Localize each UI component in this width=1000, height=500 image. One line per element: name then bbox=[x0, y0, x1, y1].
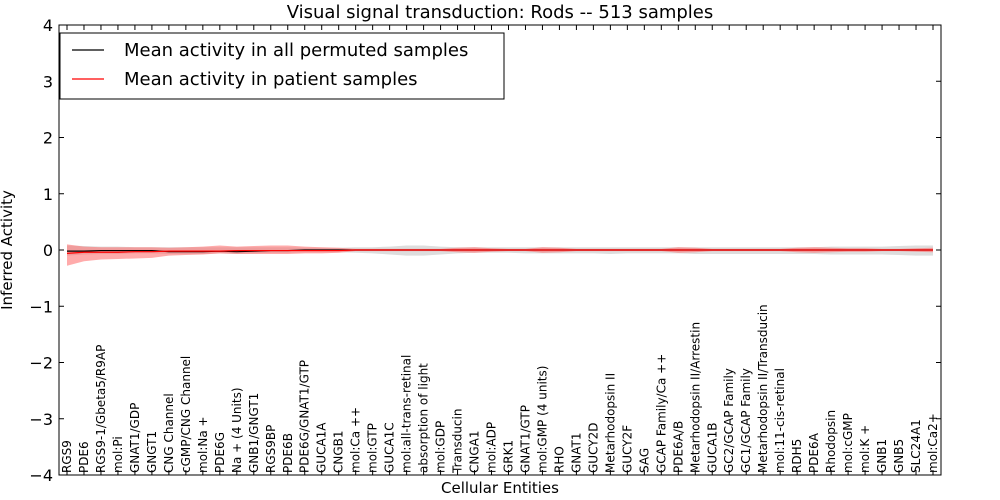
x-tick-label: mol:GMP (4 units) bbox=[535, 366, 549, 473]
x-tick-label: SAG bbox=[637, 448, 651, 473]
x-tick-label: GNGT1 bbox=[145, 431, 159, 473]
y-tick-label: −4 bbox=[29, 466, 53, 485]
x-tick-label: mol:cGMP bbox=[841, 413, 855, 473]
x-tick-label: mol:11-cis-retinal bbox=[773, 368, 787, 473]
y-tick-label: −2 bbox=[29, 354, 53, 373]
x-tick-label: PDE6A/B bbox=[671, 421, 685, 473]
x-tick-label: absorption of light bbox=[417, 363, 431, 473]
x-tick-label: Transducin bbox=[451, 409, 465, 474]
x-tick-label: Metarhodopsin II/Transducin bbox=[756, 304, 770, 473]
x-tick-label: RHO bbox=[552, 446, 566, 473]
y-tick-label: 0 bbox=[43, 241, 53, 260]
y-axis-label: Inferred Activity bbox=[0, 190, 16, 310]
x-tick-label: GUCA1C bbox=[383, 422, 397, 473]
y-tick-label: −1 bbox=[29, 297, 53, 316]
x-tick-label: GUCY2F bbox=[620, 425, 634, 473]
x-tick-label: RDH5 bbox=[790, 439, 804, 473]
x-tick-label: mol:Pi bbox=[111, 436, 125, 473]
x-tick-label: GUCY2D bbox=[586, 423, 600, 473]
x-tick-label: GUCA1B bbox=[705, 422, 719, 473]
series-lines bbox=[66, 249, 933, 254]
x-tick-label: mol:ADP bbox=[485, 422, 499, 473]
x-tick-label: PDE6G/GNAT1/GTP bbox=[298, 360, 312, 473]
legend-label-permuted: Mean activity in all permuted samples bbox=[124, 40, 468, 61]
x-tick-label: PDE6A bbox=[807, 432, 821, 473]
x-tick-label: GNAT1/GTP bbox=[518, 405, 532, 473]
legend: Mean activity in all permuted samples Me… bbox=[59, 32, 505, 100]
x-tick-label: CNGA1 bbox=[468, 431, 482, 474]
legend-box bbox=[59, 32, 505, 100]
x-tick-label: mol:GDP bbox=[434, 421, 448, 473]
line-series-1 bbox=[66, 249, 933, 254]
chart-title: Visual signal transduction: Rods -- 513 … bbox=[287, 2, 714, 23]
x-tick-label: GCAP Family/Ca ++ bbox=[654, 354, 668, 473]
x-tick-label: GNAT1 bbox=[569, 432, 583, 473]
x-tick-label: Rhodopsin bbox=[824, 410, 838, 473]
y-tick-label: 3 bbox=[43, 72, 53, 91]
y-tick-label: 2 bbox=[43, 129, 53, 148]
x-tick-label: mol:Ca ++ bbox=[349, 407, 363, 473]
legend-label-patient: Mean activity in patient samples bbox=[124, 69, 418, 90]
y-tick-label: −3 bbox=[29, 410, 53, 429]
x-tick-label: Na + (4 Units) bbox=[230, 387, 244, 473]
x-tick-label: RGS9BP bbox=[264, 425, 278, 473]
x-tick-label: PDE6B bbox=[281, 433, 295, 473]
x-tick-label: mol:all-trans-retinal bbox=[400, 355, 414, 473]
x-tick-label: CNG Channel bbox=[162, 393, 176, 473]
x-tick-label: CNGB1 bbox=[332, 430, 346, 473]
x-tick-label: GNB1 bbox=[875, 439, 889, 473]
x-tick-label: mol:Ca2+ bbox=[926, 413, 940, 473]
x-tick-label: GUCA1A bbox=[315, 422, 329, 473]
x-tick-label: mol:K + bbox=[858, 425, 872, 473]
x-tick-label: GNB1/GNGT1 bbox=[247, 393, 261, 473]
x-tick-label: GC2/GCAP Family bbox=[722, 368, 736, 473]
y-tick-label: 4 bbox=[43, 16, 53, 35]
x-tick-label: Metarhodopsin II/Arrestin bbox=[688, 322, 702, 473]
x-tick-label: PDE6 bbox=[77, 441, 91, 473]
x-tick-label: RGS9 bbox=[60, 440, 74, 473]
x-tick-label: GNAT1/GDP bbox=[128, 403, 142, 473]
x-tick-label: GRK1 bbox=[501, 440, 515, 473]
x-tick-label: mol:Na + bbox=[196, 416, 210, 473]
x-tick-label: RGS9-1/Gbeta5/R9AP bbox=[94, 345, 108, 473]
x-tick-label: mol:GTP bbox=[366, 423, 380, 473]
x-tick-label: SLC24A1 bbox=[909, 419, 923, 473]
y-axis: 4 3 2 1 0 −1 −2 −3 −4 bbox=[29, 16, 941, 485]
x-tick-label: Metarhodopsin II bbox=[603, 373, 617, 473]
x-tick-label: PDE6G bbox=[213, 432, 227, 473]
x-tick-label: GNB5 bbox=[892, 439, 906, 473]
x-axis-label: Cellular Entities bbox=[441, 479, 559, 497]
y-tick-label: 1 bbox=[43, 185, 53, 204]
x-tick-label: GC1/GCAP Family bbox=[739, 368, 753, 473]
x-tick-label: cGMP/CNG Channel bbox=[179, 356, 193, 473]
